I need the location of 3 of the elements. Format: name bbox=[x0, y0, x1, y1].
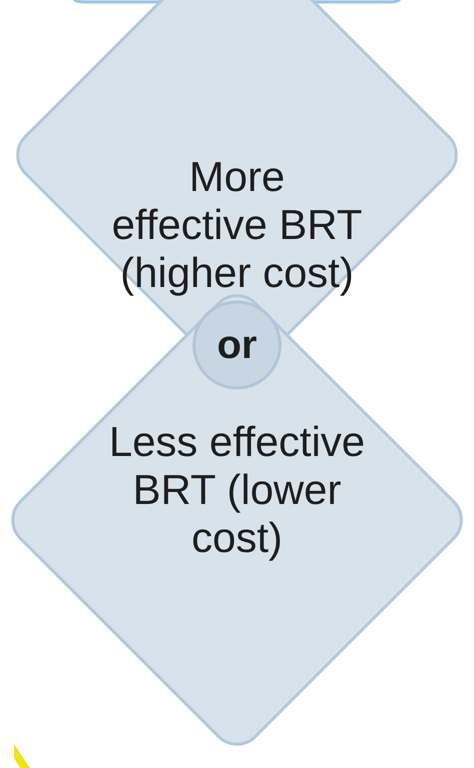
diamond-label: Less effective BRT (lower cost) bbox=[108, 418, 366, 562]
diamond-label: More effective BRT (higher cost) bbox=[110, 152, 364, 298]
connector-label: or bbox=[217, 322, 257, 368]
